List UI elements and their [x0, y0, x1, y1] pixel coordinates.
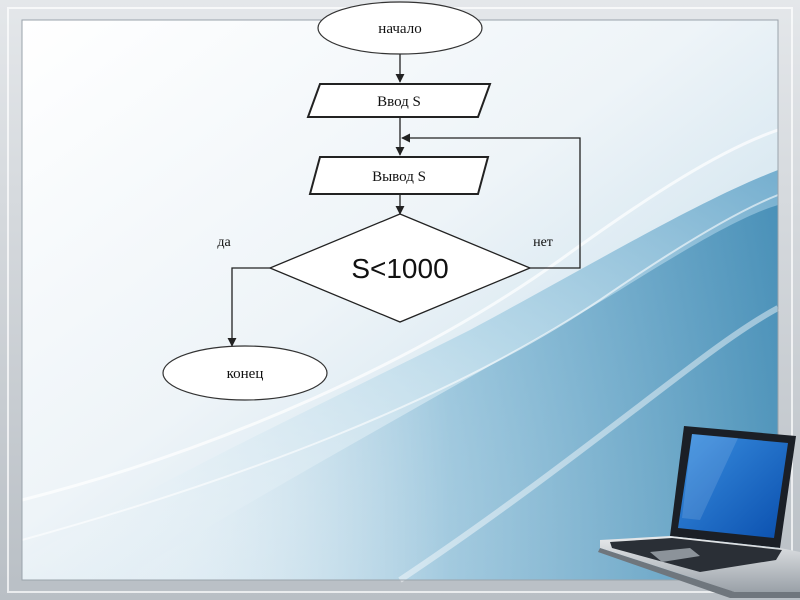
- no-branch-label: нет: [533, 235, 553, 250]
- input-label: Ввод S: [377, 94, 421, 110]
- start-label: начало: [378, 21, 421, 37]
- end-label: конец: [227, 366, 264, 382]
- laptop-icon: [598, 426, 800, 598]
- input-block: Ввод S: [306, 83, 492, 118]
- arrow-loop-no: [401, 133, 581, 269]
- start-terminal: начало: [317, 1, 483, 55]
- condition-diamond: S<1000: [268, 213, 532, 323]
- end-terminal: конец: [162, 345, 328, 401]
- output-label: Вывод S: [372, 169, 426, 185]
- arrow-yes-to-end: [227, 267, 270, 347]
- flowchart-connectors: [227, 54, 581, 347]
- condition-label: S<1000: [351, 253, 448, 284]
- yes-branch-label: да: [217, 235, 231, 250]
- output-block: Вывод S: [308, 156, 490, 195]
